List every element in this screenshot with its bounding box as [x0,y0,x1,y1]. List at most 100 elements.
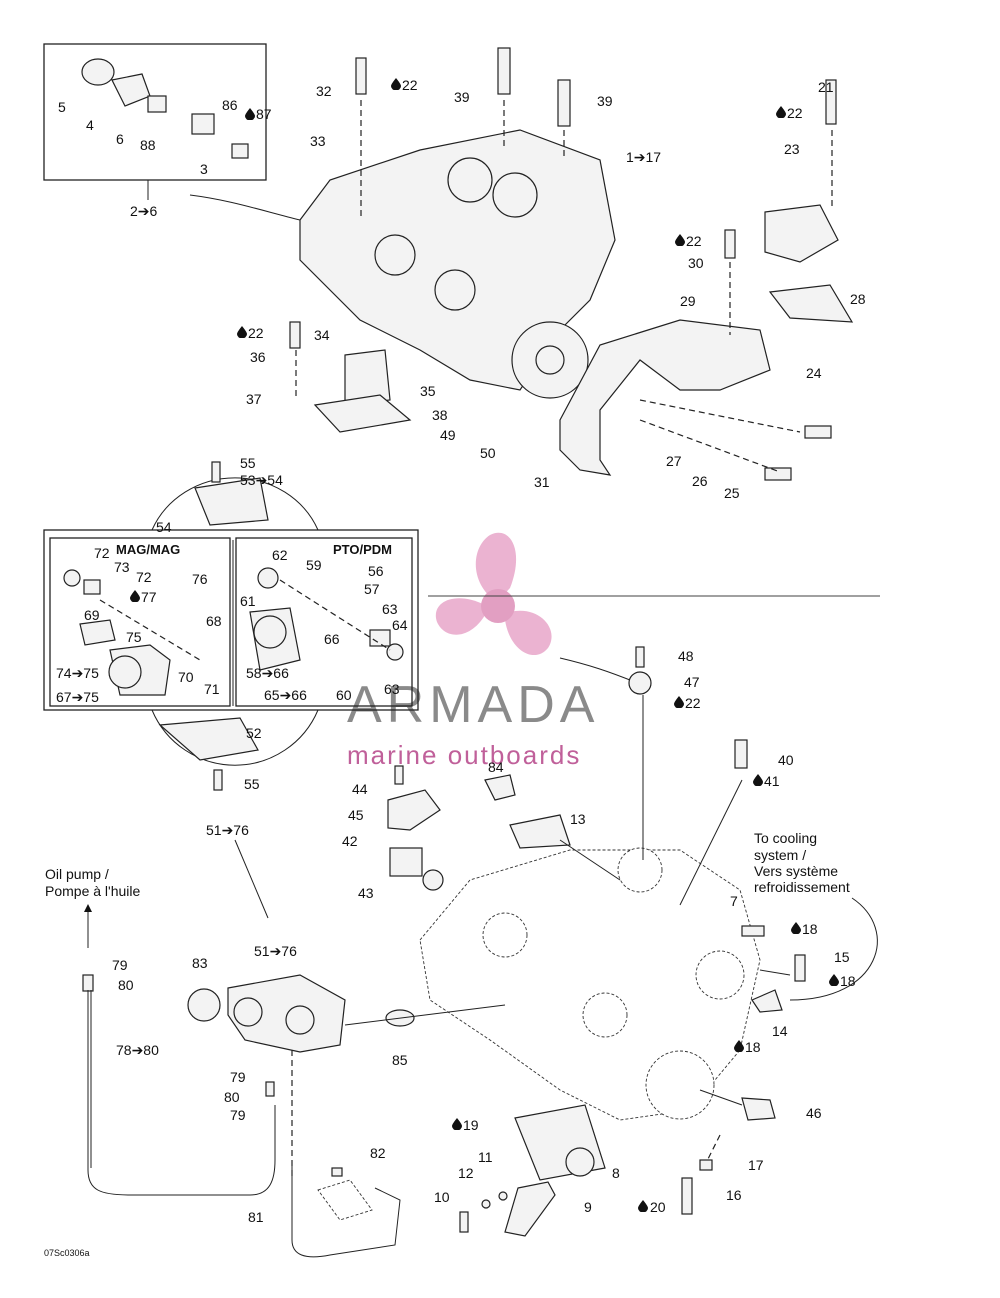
callout-64: 64 [392,617,408,633]
throttle-panel-frame [43,529,419,711]
callout-25: 25 [724,485,740,501]
callout-36: 36 [250,349,266,365]
oring-83 [187,988,221,1022]
callout-15-18: 18 [840,973,856,989]
callout-24: 24 [806,365,822,381]
mag-panel [49,537,231,707]
callout-49: 49 [440,427,456,443]
callout-50: 50 [480,445,496,461]
callout-52: 52 [246,725,262,741]
callout-68: 68 [206,613,222,629]
sensor-40 [734,739,748,769]
callout-82: 82 [370,1145,386,1161]
callout-35: 35 [420,383,436,399]
engine-support-31 [559,319,771,476]
watermark-tagline: marine outboards [347,740,581,770]
callout-56: 56 [368,563,384,579]
callout-1-17: 1➔17 [626,149,661,165]
gasket-part [147,95,167,113]
oil-pump-note-fr: Pompe à l'huile [45,883,141,899]
bracket-54 [194,477,269,526]
sensor-13 [509,814,571,849]
spark-plug-b [557,79,571,127]
callout-9: 9 [584,1199,592,1215]
bracket-42 [387,789,441,831]
callout-30-22: 22 [686,233,702,249]
callout-69: 69 [84,607,100,623]
callout-32: 32 [316,83,332,99]
engine-mount-35 [344,349,391,406]
callout-40: 40 [778,752,794,768]
callout-28: 28 [850,291,866,307]
callout-14: 14 [772,1023,788,1039]
bolt-32 [355,57,367,95]
callout-51-76a: 51➔76 [206,822,249,838]
callout-27: 27 [666,453,682,469]
callout-67-75: 67➔75 [56,689,99,705]
callout-47: 47 [684,674,700,690]
pto-panel [235,537,413,707]
callout-57: 57 [364,581,380,597]
callout-51-76b: 51➔76 [254,943,297,959]
callout-73: 73 [114,559,130,575]
callout-10: 10 [434,1189,450,1205]
cooling-note-1: To cooling [754,830,817,846]
lower-engine-assembly [387,646,878,1237]
callout-83: 83 [192,955,208,971]
callout-13: 13 [570,811,586,827]
inset-box-ignition [43,43,301,221]
callout-63b: 63 [384,681,400,697]
callout-45: 45 [348,807,364,823]
callout-71: 71 [204,681,220,697]
callout-2-6: 2➔6 [130,203,158,219]
callout-31: 31 [534,474,550,490]
callout-43: 43 [358,885,374,901]
bolt-30 [724,229,736,259]
bracket-24 [768,284,854,323]
callout-20: 20 [650,1199,666,1215]
callout-7: 7 [730,893,738,909]
connector-part [191,113,215,135]
flywheel-dashed [645,1050,715,1120]
callout-4: 4 [86,117,94,133]
plate-52 [158,717,259,761]
throttle-body-51 [227,974,346,1053]
upper-engine-assembly [289,47,854,481]
callout-86: 86 [222,97,238,113]
engine-mount-28 [764,204,839,263]
callout-77: 77 [141,589,157,605]
callout-12: 12 [458,1165,474,1181]
callout-21: 21 [818,79,834,95]
callout-72a: 72 [94,545,110,561]
callout-labels: 5 4 6 88 86 87 3 2➔6 32 22 33 39 39 1➔17… [56,77,866,1225]
callout-17: 17 [748,1157,764,1173]
callout-76: 76 [192,571,208,587]
fitting-15 [794,954,806,982]
callout-80a: 80 [118,977,134,993]
watermark-brand: ARMADA [347,676,599,734]
callout-7-18: 18 [802,921,818,937]
callout-29: 29 [680,293,696,309]
callout-44: 44 [352,781,368,797]
callout-8: 8 [612,1165,620,1181]
callout-46: 46 [806,1105,822,1121]
cable-group [82,904,506,1258]
cooling-note-4: refroidissement [754,879,850,895]
callout-81: 81 [248,1209,264,1225]
shim-38 [313,394,412,433]
stud-16 [681,1177,693,1215]
callout-74-75: 74➔75 [56,665,99,681]
bolt-36 [289,321,301,349]
callout-79c: 79 [230,1107,246,1123]
bolt-21 [825,79,837,125]
throttle-detail-group [43,461,419,919]
pto-panel-title: PTO/PDM [333,542,392,557]
callout-41: 41 [764,773,780,789]
callout-58-66: 58➔66 [246,665,289,681]
callout-34: 34 [314,327,330,343]
callout-32-22: 22 [402,77,418,93]
spark-plug-a [497,47,511,95]
propeller-icon [428,532,880,656]
callout-78-80: 78➔80 [116,1042,159,1058]
